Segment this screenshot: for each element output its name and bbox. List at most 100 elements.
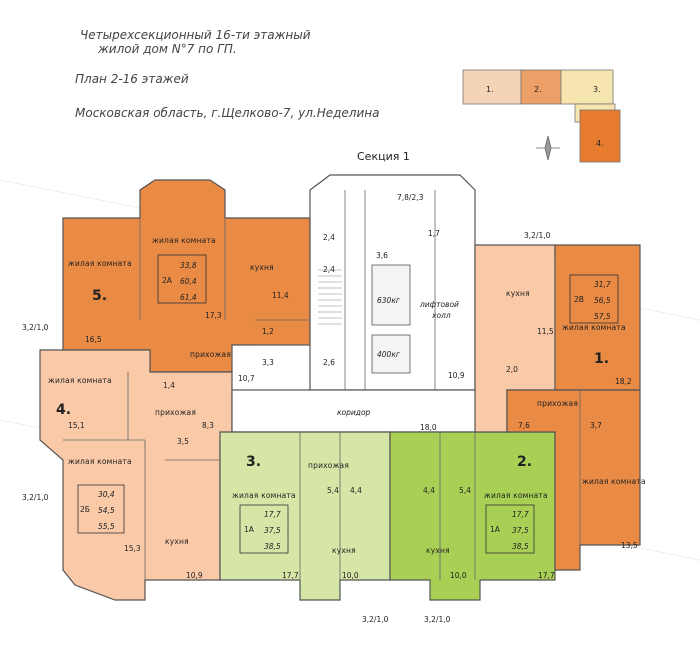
apt3-living-label: жилая комната: [232, 491, 296, 500]
apt3-s2: 4,4: [350, 486, 362, 495]
apt1-area-1: 31,7: [594, 280, 611, 289]
lift-hall-label-1: лифтовой: [419, 300, 459, 309]
apt5-living-label: жилая комната: [68, 259, 132, 268]
apt2-s5: 17,7: [538, 571, 555, 580]
core-s3: 3,6: [376, 251, 388, 260]
apt1-living-label: жилая комната: [562, 323, 626, 332]
key-block-3: [560, 69, 614, 105]
apt2-s3: 5,4: [459, 486, 471, 495]
dim-left-bot: 3,2/1,0: [22, 493, 49, 502]
apt2-area-2: 37,5: [512, 526, 529, 535]
apt4-number: 4.: [56, 402, 71, 418]
elevator-small: [371, 334, 411, 374]
apt2-s1: 18,0: [420, 423, 437, 432]
dim-bot-2: 3,2/1,0: [424, 615, 451, 624]
core-s2: 2,4: [323, 265, 335, 274]
apt2-area-box: [485, 504, 535, 554]
apt5-s6: 10,7: [238, 374, 255, 383]
apt5-s2: 17,3: [205, 311, 222, 320]
apt3-kitchen-label: кухня: [332, 546, 356, 555]
apt4-s4: 3,5: [177, 437, 189, 446]
apt1-s1: 11,5: [537, 327, 554, 336]
apt3-area-1: 17,7: [264, 510, 281, 519]
dim-bot-1: 3,2/1,0: [362, 615, 389, 624]
elevator-small-label: 400кг: [377, 350, 400, 359]
lift-hall-label-2: холл: [431, 311, 451, 320]
apt1-lower: [506, 389, 641, 571]
corridor: [231, 389, 508, 433]
apt2-number: 2.: [517, 454, 532, 470]
key-label-1: 1.: [486, 85, 494, 94]
compass-icon: [536, 135, 560, 161]
apt1-hall-label: прихожая: [537, 399, 578, 408]
key-plan: [462, 69, 621, 163]
apt5-type: 2А: [162, 276, 173, 285]
apt4-s3: 8,3: [202, 421, 214, 430]
key-label-2: 2.: [534, 85, 542, 94]
apt3-number: 3.: [246, 454, 261, 470]
key-block-4: [579, 109, 621, 163]
apt3-area-3: 38,5: [264, 542, 281, 551]
apt4-area-3: 55,5: [98, 522, 115, 531]
apt4-living2-label: жилая комната: [68, 457, 132, 466]
apt4-s2: 15,1: [68, 421, 85, 430]
apt1-s4: 7,6: [518, 421, 530, 430]
apt5-s5: 3,3: [262, 358, 274, 367]
apt1-kitchen-label: кухня: [506, 289, 530, 298]
apt1-s5: 3,7: [590, 421, 602, 430]
apt4-area-2: 54,5: [98, 506, 115, 515]
dim-left-mid: 3,2/1,0: [22, 323, 49, 332]
title-line-2: жилой дом N°7 по ГП.: [98, 42, 237, 56]
apt3-area-2: 37,5: [264, 526, 281, 535]
core-s6: 10,9: [448, 371, 465, 380]
dim-top: 7,8/2,3: [397, 193, 424, 202]
apt4-hall-label: прихожая: [155, 408, 196, 417]
apt1-area-2: 56,5: [594, 296, 611, 305]
apt4-s1: 1,4: [163, 381, 175, 390]
apt5-kitchen-label: кухня: [250, 263, 274, 272]
elevator-large-label: 630кг: [377, 296, 400, 305]
section-title: Секция 1: [357, 150, 410, 163]
apt5-area-box: [157, 254, 207, 304]
apt2-kitchen-label: кухня: [426, 546, 450, 555]
apt2-area-1: 17,7: [512, 510, 529, 519]
apt5-area-2: 60,4: [180, 277, 197, 286]
core-s1: 2,4: [323, 233, 335, 242]
corridor-label: коридор: [337, 408, 371, 417]
apt5-area-1: 33,8: [180, 261, 197, 270]
apt1-number: 1.: [594, 351, 609, 367]
apt3-area-box: [239, 504, 289, 554]
apt1-s6: 13,5: [621, 541, 638, 550]
apt3-s1: 5,4: [327, 486, 339, 495]
apt5-hall-label: прихожая: [190, 350, 231, 359]
key-block-1: [462, 69, 522, 105]
apt4-kitchen-label: кухня: [165, 537, 189, 546]
apt4-area: [39, 349, 233, 601]
apt5-living2-label: жилая комната: [152, 236, 216, 245]
apt4-s5: 15,3: [124, 544, 141, 553]
apt4-area-box: [77, 484, 125, 534]
apt4-type: 2Б: [80, 505, 90, 514]
apt2-s4: 10,0: [450, 571, 467, 580]
internal-walls: [63, 190, 581, 580]
apt2-s2: 4,4: [423, 486, 435, 495]
apt5-s4: 1,2: [262, 327, 274, 336]
floor-plan-label: План 2-16 этажей: [75, 72, 189, 86]
apt1-living2-label: жилая комната: [582, 477, 646, 486]
title-line-1: Четырехсекционный 16-ти этажный: [80, 28, 311, 42]
apt2-living-label: жилая комната: [484, 491, 548, 500]
apt1-area-box: [569, 274, 619, 324]
staircase-icon: [318, 269, 342, 325]
apt2-type: 1А: [490, 525, 501, 534]
key-label-4: 4.: [596, 139, 604, 148]
apt5-s3: 11,4: [272, 291, 289, 300]
apt1-type: 2В: [574, 295, 584, 304]
apt2-area-3: 38,5: [512, 542, 529, 551]
apt3-hall-label: прихожая: [308, 461, 349, 470]
address: Московская область, г.Щелково-7, ул.Неде…: [75, 106, 380, 120]
apt4-s6: 10,9: [186, 571, 203, 580]
core-s4: 1,7: [428, 229, 440, 238]
apt4-living-label: жилая комната: [48, 376, 112, 385]
dim-right-top: 3,2/1,0: [524, 231, 551, 240]
apt1-area-3: 57,5: [594, 312, 611, 321]
